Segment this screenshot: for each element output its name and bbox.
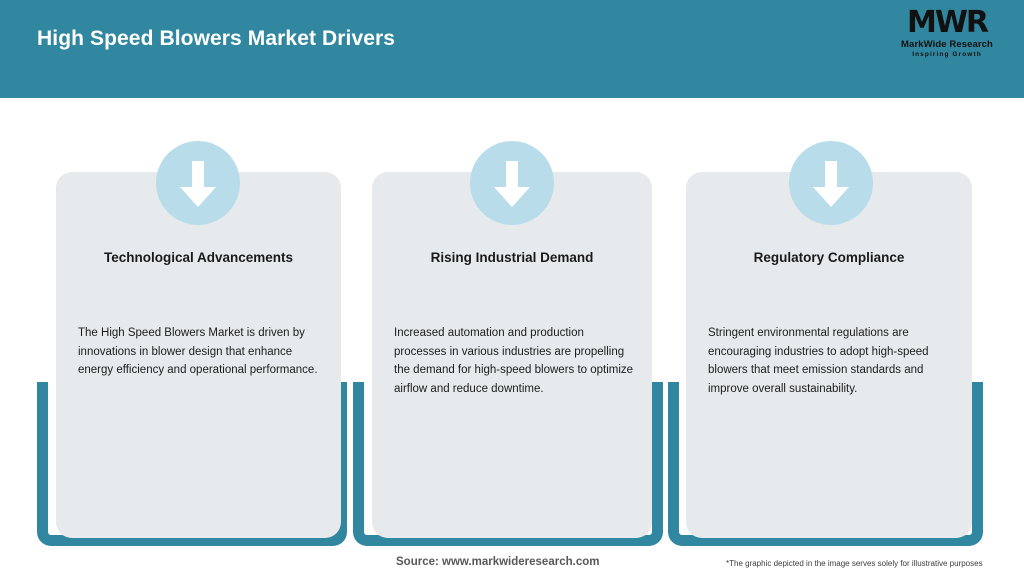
arrow-down-icon — [470, 141, 554, 225]
card-body-2: Increased automation and production proc… — [394, 327, 634, 395]
card-body-1: The High Speed Blowers Market is driven … — [78, 327, 318, 376]
arrow-down-icon — [789, 141, 873, 225]
card-accent-bracket-2 — [353, 382, 663, 546]
card-panel-2[interactable]: Rising Industrial Demand Increased autom… — [372, 172, 652, 538]
logo-mark-text: MWR — [906, 5, 989, 40]
logo-tagline: Inspiring Growth — [912, 51, 982, 58]
card-title-3: Regulatory Compliance — [753, 250, 905, 265]
company-logo: MWR MarkWide Research Inspiring Growth — [884, 8, 1010, 64]
page-title: High Speed Blowers Market Drivers — [37, 27, 396, 50]
source-label: Source: www.markwideresearch.com — [396, 556, 600, 568]
card-accent-bracket-3 — [668, 382, 983, 546]
card-panel-3[interactable]: Regulatory Compliance Stringent environm… — [686, 172, 972, 538]
card-title-2: Rising Industrial Demand — [430, 250, 594, 265]
card-title-1: Technological Advancements — [103, 250, 294, 265]
card-body-3: Stringent environmental regulations are … — [708, 327, 929, 395]
arrow-down-icon — [156, 141, 240, 225]
logo-company-name: MarkWide Research — [901, 39, 993, 50]
disclaimer-note: *The graphic depicted in the image serve… — [726, 559, 983, 568]
page-header: High Speed Blowers Market Drivers MWR Ma… — [0, 0, 1024, 98]
card-accent-bracket-1 — [37, 382, 347, 546]
card-panel-1[interactable]: Technological Advancements The High Spee… — [56, 172, 341, 538]
